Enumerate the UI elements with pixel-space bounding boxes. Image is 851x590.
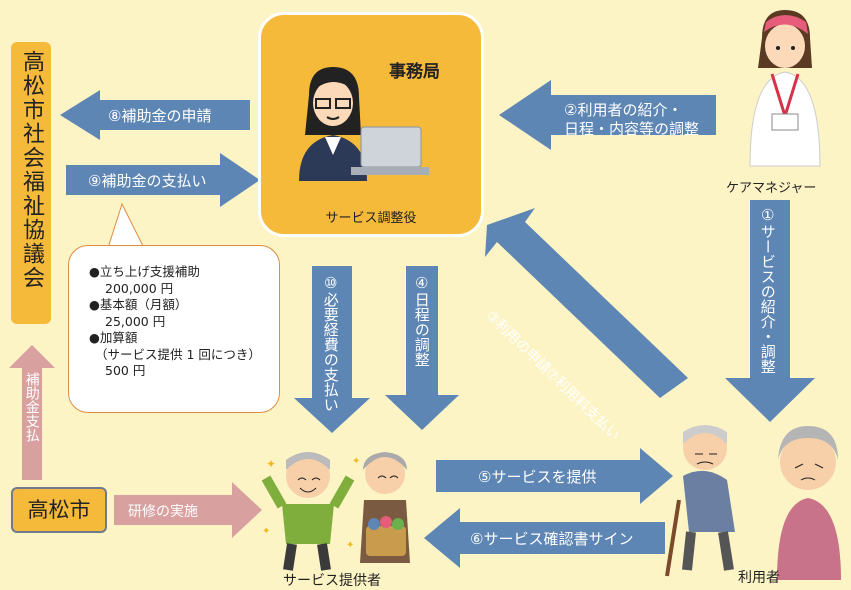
subsidy-additional-note: （サービス提供 1 回につき） bbox=[95, 346, 261, 362]
flow-2-line1: ②利用者の紹介・ bbox=[564, 101, 683, 119]
flow-8-label: ⑧補助金の申請 bbox=[108, 107, 212, 125]
care-manager-label: ケアマネジャー bbox=[726, 181, 817, 196]
flow-6-label: ⑥サービス確認書サイン bbox=[470, 530, 634, 548]
care-manager-illustration bbox=[749, 10, 821, 167]
svg-text:✦: ✦ bbox=[346, 540, 354, 551]
subsidy-additional-amount: 500 円 bbox=[105, 363, 146, 378]
subsidy-additional: ●加算額 bbox=[89, 330, 138, 345]
flow-10-label: ⑩必要経費の支払い bbox=[321, 274, 340, 412]
flow-1-label: ①サービスの紹介・調整 bbox=[758, 206, 777, 374]
arrow-pay-subsidy bbox=[66, 153, 260, 207]
user-label: 利用者 bbox=[738, 570, 780, 586]
arrow-training bbox=[114, 482, 262, 538]
office-title: 事務局 bbox=[389, 62, 440, 82]
arrow-grant-payment bbox=[9, 345, 55, 480]
flow-4-label: ④日程の調整 bbox=[412, 274, 431, 367]
grant-payment-label: 補助金支払 bbox=[23, 372, 40, 442]
svg-text:✦: ✦ bbox=[352, 456, 360, 467]
subsidy-bubble: ●立ち上げ支援補助 200,000 円 ●基本額（月額） 25,000 円 ●加… bbox=[68, 245, 280, 413]
coordinator-illustration bbox=[299, 67, 429, 181]
subsidy-startup: ●立ち上げ支援補助 bbox=[89, 264, 200, 279]
flow-2-line2: 日程・内容等の調整 bbox=[564, 120, 700, 138]
provider-illustration: ✦ ✦ ✦ ✦ bbox=[261, 452, 410, 571]
svg-text:✦: ✦ bbox=[266, 457, 276, 471]
training-label: 研修の実施 bbox=[128, 504, 198, 520]
arrow-expenses bbox=[294, 266, 370, 433]
subsidy-startup-amount: 200,000 円 bbox=[105, 280, 174, 296]
flow-9-label: ⑨補助金の支払い bbox=[88, 172, 207, 190]
user-illustration bbox=[665, 425, 841, 580]
arrow-service-coordination bbox=[725, 200, 815, 422]
city-box: 高松市 bbox=[11, 487, 107, 533]
arrow-schedule bbox=[385, 266, 459, 430]
subsidy-base: ●基本額（月額） bbox=[89, 297, 188, 312]
council-name: 高松市社会福祉協議会 bbox=[19, 50, 44, 290]
flow-5-label: ⑤サービスを提供 bbox=[478, 468, 597, 486]
arrow-provide-service bbox=[436, 448, 673, 504]
subsidy-base-amount: 25,000 円 bbox=[105, 313, 166, 329]
svg-text:✦: ✦ bbox=[262, 526, 270, 537]
arrow-apply-subsidy bbox=[60, 90, 250, 140]
arrow-confirm-sign bbox=[424, 508, 665, 568]
provider-label: サービス提供者 bbox=[283, 573, 381, 589]
arrow-apply-payment bbox=[485, 208, 688, 398]
office-box: 事務局 サービス調整役 bbox=[258, 12, 484, 237]
council-box: 高松市社会福祉協議会 bbox=[11, 42, 51, 324]
arrow-introduce-user bbox=[499, 80, 716, 150]
bubble-tail bbox=[106, 202, 146, 250]
office-role: サービス調整役 bbox=[325, 211, 417, 226]
